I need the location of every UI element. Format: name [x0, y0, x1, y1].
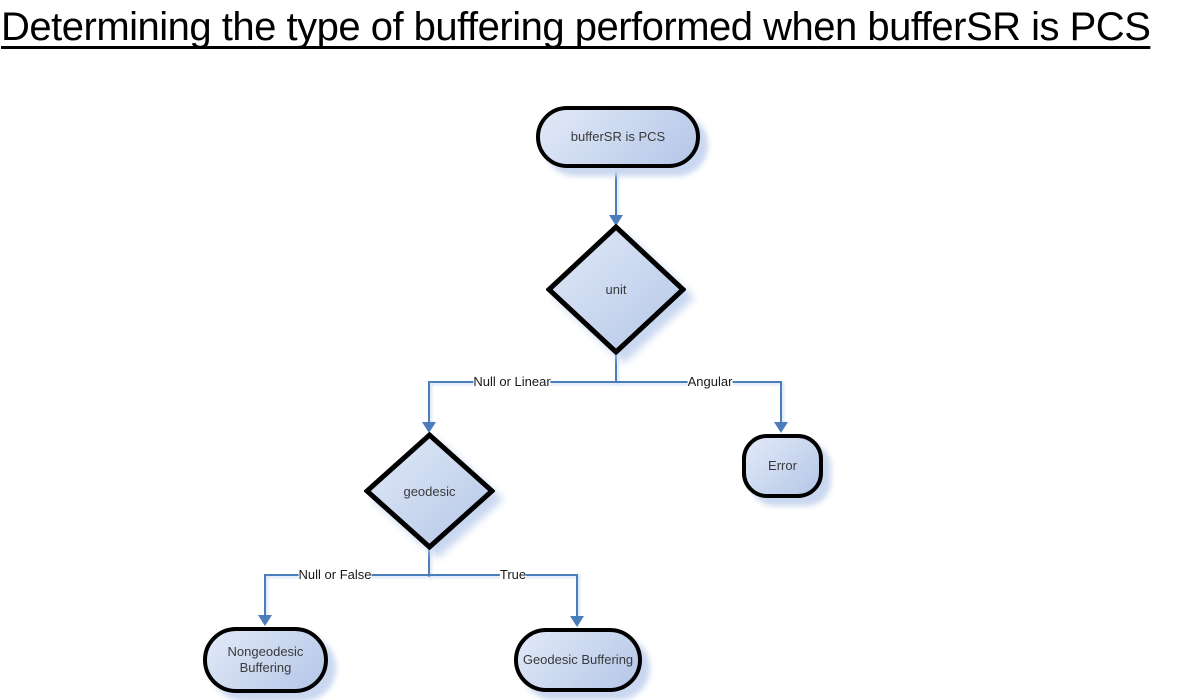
arrowhead-into-nongeodesic	[258, 615, 272, 626]
node-start-label: bufferSR is PCS	[570, 129, 666, 145]
node-unit: unit	[546, 224, 686, 355]
diamond-shape	[546, 224, 686, 355]
node-geodesic: geodesic	[364, 432, 495, 550]
node-geodesic-buffering: Geodesic Buffering	[514, 628, 642, 692]
edge-label-null-or-false: Null or False	[298, 567, 372, 582]
connector-geodesic-branch-bar	[264, 574, 578, 576]
edge-label-true: True	[499, 567, 527, 582]
arrowhead-into-geodesic	[422, 422, 436, 433]
node-geodesic-label: geodesic	[403, 483, 456, 499]
connector-geodesic-to-nongeodesic	[264, 574, 266, 616]
node-unit-label: unit	[605, 282, 627, 297]
node-nongeodesic-buffering-label: Nongeodesic Buffering	[227, 644, 304, 675]
page-title: Determining the type of buffering perfor…	[1, 5, 1151, 49]
connector-unit-to-geodesic	[428, 381, 430, 423]
node-start: bufferSR is PCS	[536, 106, 700, 168]
connector-unit-stem	[615, 350, 617, 383]
connector-unit-to-error	[780, 381, 782, 423]
node-nongeodesic-buffering: Nongeodesic Buffering	[203, 627, 328, 693]
edge-label-angular: Angular	[687, 374, 733, 389]
node-error-label: Error	[768, 458, 797, 474]
arrowhead-into-unit	[609, 215, 623, 226]
edge-label-null-or-linear: Null or Linear	[473, 374, 551, 389]
connector-geodesic-stem	[428, 544, 430, 577]
node-geodesic-buffering-label: Geodesic Buffering	[522, 652, 634, 668]
node-error: Error	[742, 434, 823, 498]
connector-unit-branch-bar	[428, 381, 782, 383]
arrowhead-into-error	[774, 422, 788, 433]
arrowhead-into-geodesic-buffering	[570, 616, 584, 627]
diamond-shape	[364, 432, 495, 550]
connector-geodesic-to-geodesic-buffering	[576, 574, 578, 617]
connector-start-to-unit	[615, 168, 617, 216]
